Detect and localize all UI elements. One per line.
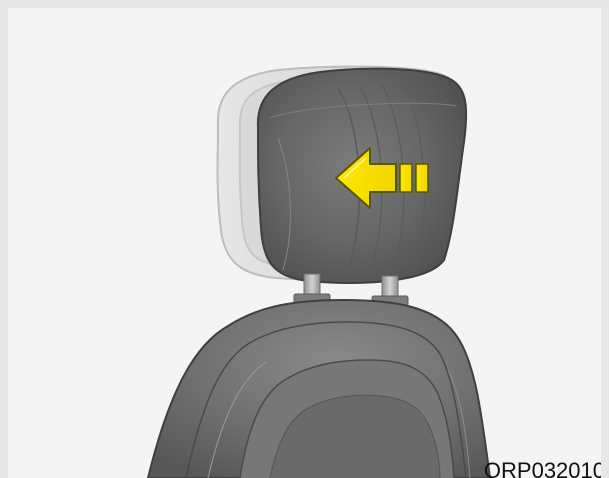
figure-code: ORP032010 [484,458,601,478]
seat-back [148,300,490,478]
seat-headrest-illustration [8,8,601,478]
illustration-panel: ORP032010 [8,8,601,478]
